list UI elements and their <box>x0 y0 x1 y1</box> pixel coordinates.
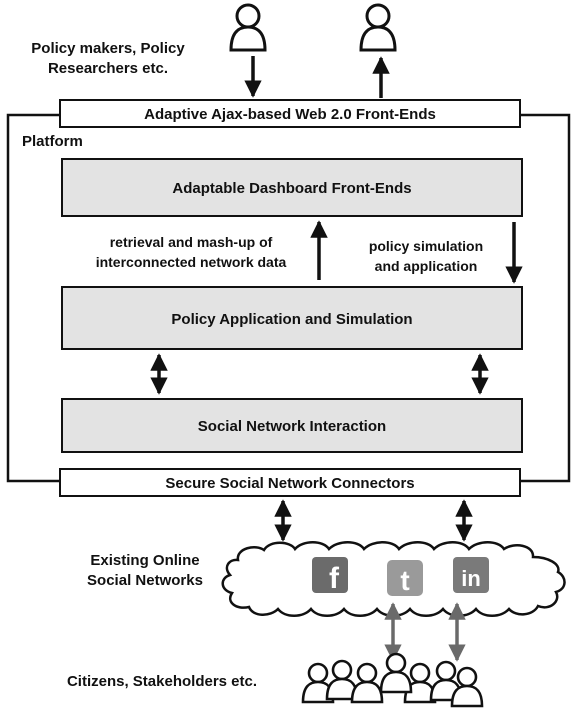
svg-text:f: f <box>329 562 340 595</box>
citizens-label: Citizens, Stakeholders etc. <box>67 673 257 690</box>
actors-label-line1: Policy makers, Policy <box>31 40 185 57</box>
dashboard-box <box>61 158 523 217</box>
simulation-label-line2: and application <box>375 258 478 274</box>
simulation-label-line1: policy simulation <box>369 238 483 254</box>
facebook-icon: f <box>312 557 348 595</box>
actors-label-line2: Researchers etc. <box>48 60 168 77</box>
frontend-bar-label: Adaptive Ajax-based Web 2.0 Front-Ends <box>144 106 436 123</box>
networks-label-line1: Existing Online <box>90 552 199 569</box>
social-box <box>61 398 523 453</box>
svg-text:t: t <box>400 565 409 596</box>
linkedin-icon: in <box>453 557 489 593</box>
policy-box <box>61 286 523 350</box>
dashboard-box-label: Adaptable Dashboard Front-Ends <box>172 180 411 197</box>
svg-text:in: in <box>461 566 481 591</box>
retrieval-label-line2: interconnected network data <box>96 254 287 270</box>
connectors-bar <box>59 468 521 497</box>
twitter-icon: t <box>387 560 423 596</box>
retrieval-label-line1: retrieval and mash-up of <box>110 234 273 250</box>
platform-label: Platform <box>22 133 83 150</box>
social-box-label: Social Network Interaction <box>198 418 386 435</box>
policy-box-label: Policy Application and Simulation <box>171 311 412 328</box>
policy-researcher-person-icon <box>359 3 397 52</box>
policy-maker-person-icon <box>229 3 267 52</box>
citizens-group-icon <box>301 652 484 708</box>
frontend-bar <box>59 99 521 128</box>
networks-label-line2: Social Networks <box>87 572 203 589</box>
connectors-bar-label: Secure Social Network Connectors <box>165 475 414 492</box>
